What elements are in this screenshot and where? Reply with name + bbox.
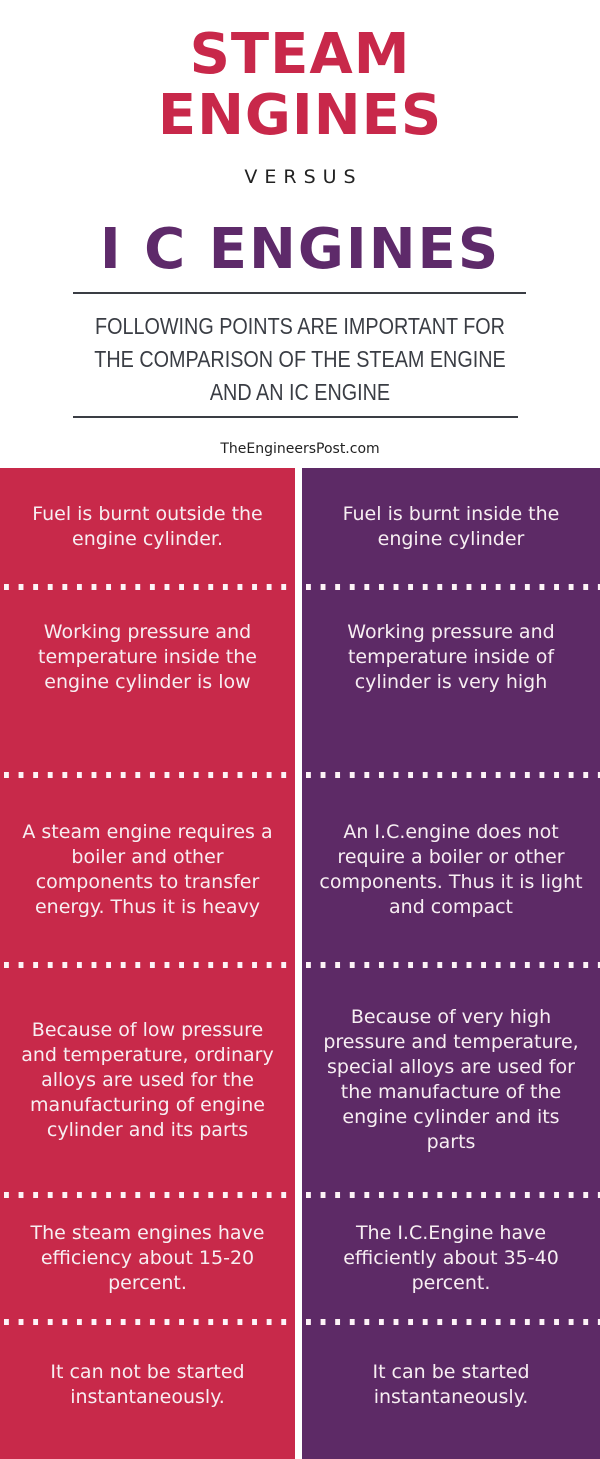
dotted-divider <box>0 584 295 590</box>
title-ic-engines: I C ENGINES <box>99 217 501 282</box>
ic-point-fuel: Fuel is burnt inside the engine cylinder <box>342 502 560 550</box>
dotted-divider <box>0 772 295 778</box>
steam-point-starting: It can not be started instantaneously. <box>50 1361 245 1408</box>
divider-rule-top <box>73 292 526 294</box>
steam-point-alloys: Because of low pressure and temperature,… <box>21 1018 274 1141</box>
steam-point-fuel: Fuel is burnt outside the engine cylinde… <box>32 502 263 550</box>
steam-engine-column: Fuel is burnt outside the engine cylinde… <box>0 468 295 1459</box>
site-credit: TheEngineersPost.com <box>220 441 380 457</box>
dotted-divider <box>302 1319 600 1325</box>
subtitle: FOLLOWING POINTS ARE IMPORTANT FOR THE C… <box>94 313 506 405</box>
dotted-divider <box>0 962 295 968</box>
ic-engine-column: Fuel is burnt inside the engine cylinder… <box>302 468 600 1459</box>
ic-point-alloys: Because of very high pressure and temper… <box>323 1006 579 1153</box>
steam-point-boiler: A steam engine requires a boiler and oth… <box>22 821 273 918</box>
column-gap <box>295 468 302 1459</box>
ic-point-pressure: Working pressure and temperature inside … <box>347 620 555 693</box>
comparison-columns: Fuel is burnt outside the engine cylinde… <box>0 468 600 1459</box>
title-steam-line1: STEAM <box>189 22 411 87</box>
dotted-divider <box>302 584 600 590</box>
steam-point-pressure: Working pressure and temperature inside … <box>38 620 257 693</box>
dotted-divider <box>0 1192 295 1198</box>
title-steam-line2: ENGINES <box>157 83 443 148</box>
steam-point-efficiency: The steam engines have efficiency about … <box>30 1222 265 1294</box>
ic-point-starting: It can be started instantaneously. <box>372 1361 530 1408</box>
dotted-divider <box>302 1192 600 1198</box>
dotted-divider <box>302 772 600 778</box>
divider-rule-bottom <box>73 416 518 418</box>
dotted-divider <box>302 962 600 968</box>
header: STEAM ENGINES VERSUS I C ENGINES FOLLOWI… <box>0 0 600 468</box>
ic-point-efficiency: The I.C.Engine have efficiently about 35… <box>343 1222 559 1294</box>
dotted-divider <box>0 1319 295 1325</box>
versus-label: VERSUS <box>244 166 363 188</box>
ic-point-boiler: An I.C.engine does not require a boiler … <box>319 821 583 918</box>
